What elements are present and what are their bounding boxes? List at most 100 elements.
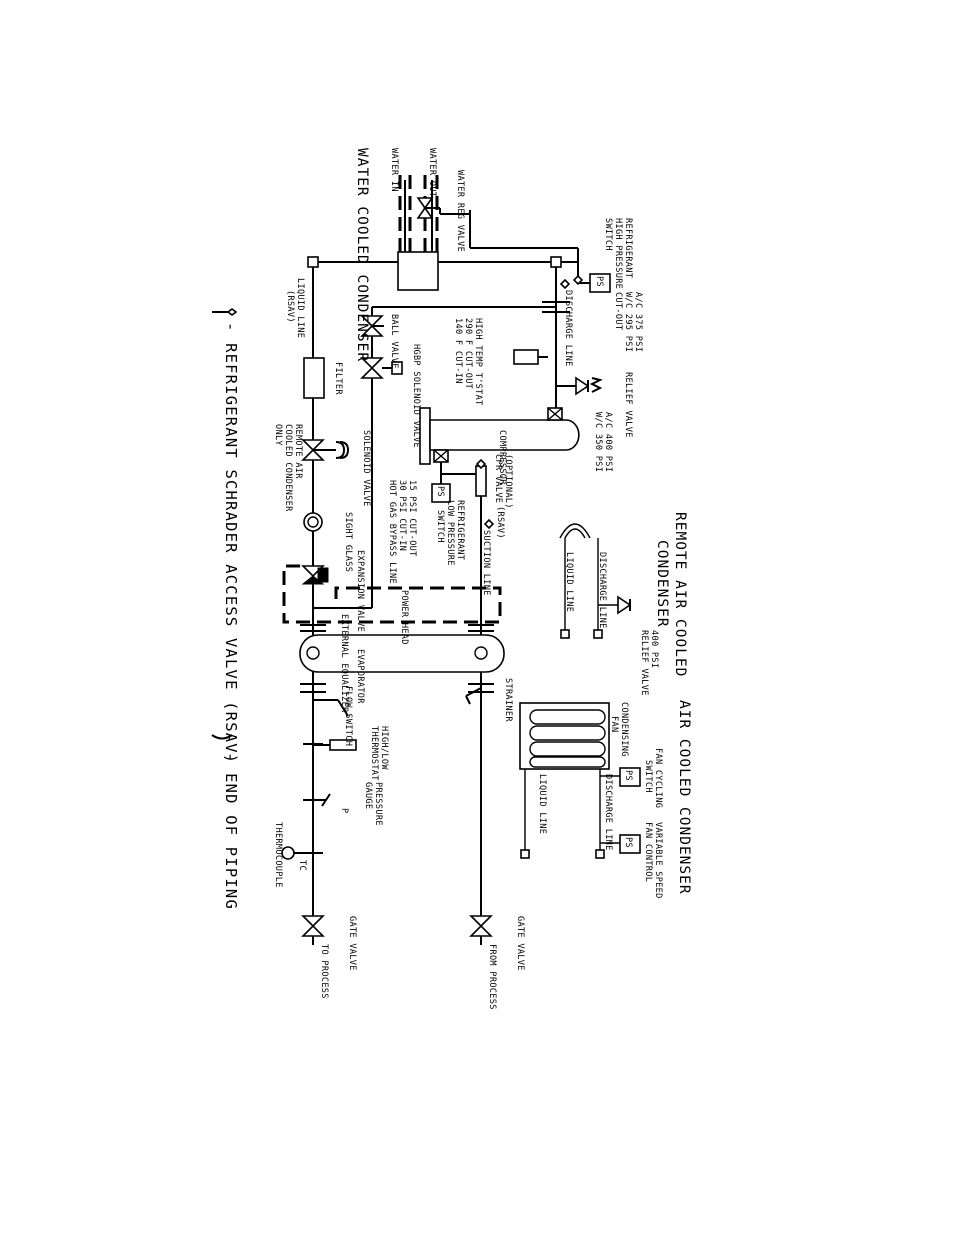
end-of-piping-icon <box>593 629 603 639</box>
to-process-label: TO PROCESS <box>319 944 329 999</box>
ps-text: PS <box>594 276 604 287</box>
from-process-label: FROM PROCESS <box>487 944 497 1010</box>
remote-relief-label: 400 PSI <box>649 630 659 668</box>
hp-setting-label: CUT-OUT <box>613 292 623 330</box>
end-of-piping-icon <box>520 849 530 859</box>
relief-valve-label: RELIEF VALVE <box>623 372 633 438</box>
rsav-label: (RSAV) <box>495 506 505 539</box>
air-cooled-condenser-coil <box>519 702 610 770</box>
compressor-body <box>429 419 580 451</box>
gate-valve-to-process-icon <box>301 915 325 937</box>
filter-icon <box>303 357 325 399</box>
gate-valve-label: GATE VALVE <box>515 916 525 971</box>
flow-switch-label: FLOW SWITCH <box>343 686 353 746</box>
ps-text: PS <box>623 770 633 781</box>
high-low-tstat-label: THERMOSTAT <box>369 726 379 781</box>
remote-discharge-label: DISCHARGE LINE <box>597 552 607 629</box>
lp-switch-label: LOW PRESSURE <box>445 500 455 566</box>
ps-text: PS <box>435 486 445 497</box>
remote-liquid-label: LIQUID LINE <box>564 552 574 612</box>
cpr-valve-label: (OPTIONAL) <box>503 454 513 509</box>
sight-glass-label: SIGHT GLASS <box>343 512 353 572</box>
lp-setting-label: 30 PSI CUT-IN <box>397 480 407 551</box>
hp-switch-label: REFRIGERANT <box>623 218 633 278</box>
high-temp-tstat-label: 290 F CUT-OUT <box>463 318 473 389</box>
end-of-piping-icon <box>307 256 319 268</box>
compressor-label: COMPRESSOR <box>497 430 507 485</box>
ps-text: PS <box>623 837 633 848</box>
tc-label: TC <box>297 860 307 871</box>
rsav-icon <box>559 278 571 290</box>
air-cooled-condenser-title: AIR COOLED CONDENSER <box>676 700 692 895</box>
power-head-dashed <box>282 564 502 624</box>
high-low-tstat-label: HIGH/LOW <box>379 726 389 770</box>
end-of-piping-icon <box>595 849 605 859</box>
water-in-label: WATER IN <box>389 148 399 192</box>
gauge-p-label: P <box>339 808 349 813</box>
high-temp-tstat-icon <box>513 349 539 365</box>
external-equalizer-label: EXTERNAL EQUALIZER <box>339 614 349 713</box>
legend-rsav-label: - REFRIGERANT SCHRADER ACCESS VALVE (RSA… <box>222 322 240 764</box>
rsav-icon <box>572 274 584 286</box>
solenoid-valve-label: SOLENOID VALVE <box>361 430 371 507</box>
relief-setting-label: W/C 350 PSI <box>593 412 603 472</box>
rsav-label: (RSAV) <box>285 290 295 323</box>
remote-relief-label: RELIEF VALVE <box>639 630 649 696</box>
sight-glass-icon <box>303 512 323 532</box>
discharge-line-label: DISCHARGE LINE <box>563 290 573 367</box>
variable-speed-label: FAN CONTROL <box>643 822 653 882</box>
hp-setting-label: A/C 375 PSI <box>633 292 643 352</box>
remote-air-condenser-title: CONDENSER <box>654 540 670 628</box>
lp-switch-label: REFRIGERANT <box>455 500 465 560</box>
acc-discharge-label: DISCHARGE LINE <box>603 774 613 851</box>
expansion-valve-label: EXPANSION VALVE <box>355 550 365 632</box>
fan-cycling-label: FAN CYCLING <box>653 748 663 808</box>
strainer-icon <box>465 687 482 697</box>
variable-speed-label: VARIABLE SPEED <box>653 822 663 899</box>
lp-setting-label: 15 PSI CUT-OUT <box>407 480 417 557</box>
hgbp-solenoid-valve-icon <box>360 357 403 379</box>
strainer-label: STRAINER <box>503 678 513 722</box>
remote-air-note: REMOTE AIR <box>293 424 303 479</box>
remote-air-note: COOLED CONDENSER <box>283 424 293 512</box>
hp-switch-label: HIGH PRESSURE <box>613 218 623 289</box>
hot-gas-bypass-label: HOT GAS BYPASS LINE <box>387 480 397 584</box>
end-of-piping-icon <box>550 256 562 268</box>
relief-setting-label: A/C 400 PSI <box>603 412 613 472</box>
suction-line-label: SUCTION LINE <box>481 530 491 596</box>
variable-speed-control-icon <box>619 834 641 854</box>
gate-valve-from-process-icon <box>469 915 493 937</box>
high-temp-tstat-label: HIGH TEMP T'STAT <box>473 318 483 406</box>
condenser-coil-loops <box>529 709 606 768</box>
remote-air-condenser-title: REMOTE AIR COOLED <box>672 512 688 677</box>
evaporator-shell <box>299 634 505 673</box>
water-cooled-condenser <box>397 251 439 291</box>
fan-cycling-label: SWITCH <box>643 760 653 793</box>
discharge-relief-valve-icon <box>575 376 603 396</box>
power-head-label: POWER HEAD <box>399 590 409 645</box>
remote-air-note: ONLY <box>273 424 283 446</box>
rsav-icon <box>483 518 495 530</box>
hgbp-solenoid-label: HGBP SOLENOID VALVE <box>411 344 421 448</box>
hp-setting-label: W/C 295 PSI <box>623 292 633 352</box>
evaporator-label: EVAPORATOR <box>355 649 365 704</box>
acc-liquid-label: LIQUID LINE <box>537 774 547 834</box>
water-lines-dashed <box>398 170 439 252</box>
liquid-line-label: LIQUID LINE <box>295 278 305 338</box>
expansion-valve-icon <box>301 565 329 585</box>
remote-air-condenser-lines <box>559 523 632 630</box>
end-of-piping-icon <box>560 629 570 639</box>
legend-end-piping-label: - END OF PIPING <box>222 752 240 910</box>
water-out-label: WATER OUT <box>427 148 437 197</box>
condensing-fan-label: CONDENSING <box>619 702 629 757</box>
pressure-gauge-label: PRESSURE <box>373 782 383 826</box>
lp-switch-icon <box>431 483 451 503</box>
hp-switch-label: SWITCH <box>603 218 613 251</box>
gate-valve-label: GATE VALVE <box>347 916 357 971</box>
ball-valve-label: BALL VALVE <box>389 314 399 369</box>
pressure-gauge-label: GAUGE <box>363 782 373 809</box>
ball-valve-icon <box>360 315 384 337</box>
legend-end-piping-icon <box>211 734 233 740</box>
filter-label: FILTER <box>333 362 343 395</box>
